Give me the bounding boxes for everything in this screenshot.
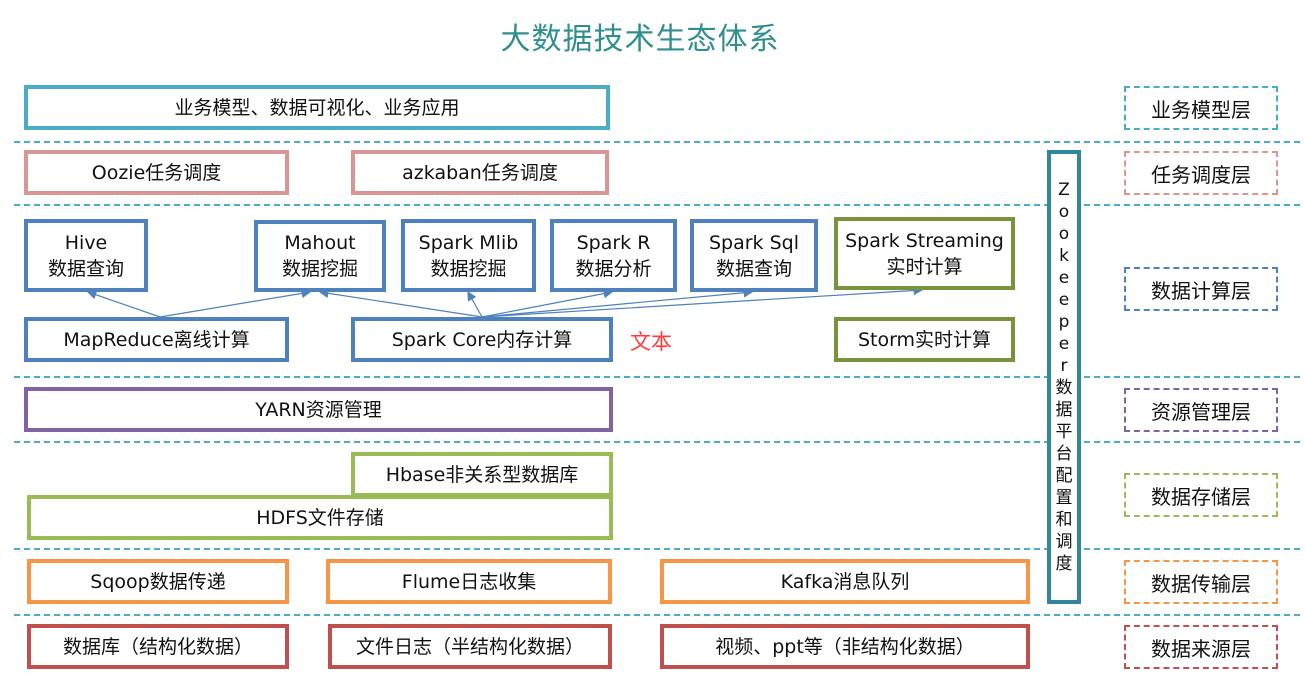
zookeeper-char: e — [1058, 334, 1070, 354]
layer-label-resource: 资源管理层 — [1124, 388, 1278, 432]
zookeeper-char: e — [1058, 268, 1070, 288]
zookeeper-char: r — [1060, 356, 1068, 376]
arrow-mapreduce-mahout — [159, 288, 312, 318]
zookeeper-char: 平 — [1055, 422, 1073, 442]
database-source-box: 数据库（结构化数据） — [27, 624, 289, 669]
zookeeper-char: 度 — [1055, 554, 1073, 574]
layer-label-storage: 数据存储层 — [1124, 473, 1278, 517]
zookeeper-char: 数 — [1055, 378, 1073, 398]
text-annotation: 文本 — [630, 330, 672, 354]
spark-sql-name: Spark Sql — [708, 231, 800, 254]
azkaban-box: azkaban任务调度 — [351, 150, 609, 195]
separator-5 — [14, 548, 1300, 550]
log-source-box: 文件日志（半结构化数据） — [328, 624, 612, 669]
mapreduce-label: MapReduce离线计算 — [63, 328, 250, 351]
layer-label-transport-text: 数据传输层 — [1151, 571, 1251, 596]
yarn-box: YARN资源管理 — [24, 387, 613, 432]
oozie-box: Oozie任务调度 — [24, 150, 289, 195]
azkaban-label: azkaban任务调度 — [402, 161, 558, 184]
business-apps-label: 业务模型、数据可视化、业务应用 — [174, 96, 460, 119]
separator-6 — [14, 614, 1300, 616]
arrow-sparkcore-mlib — [467, 290, 483, 318]
layer-label-storage-text: 数据存储层 — [1151, 484, 1251, 509]
arrow-sparkcore-sql — [481, 287, 754, 318]
media-source-label: 视频、ppt等（非结构化数据） — [715, 635, 975, 658]
separator-1 — [14, 141, 1300, 143]
spark-core-box: Spark Core内存计算 — [351, 317, 613, 362]
hive-box: Hive 数据查询 — [24, 219, 148, 292]
spark-r-box: Spark R 数据分析 — [550, 219, 677, 292]
hdfs-label: HDFS文件存储 — [256, 506, 384, 529]
oozie-label: Oozie任务调度 — [91, 161, 222, 184]
media-source-box: 视频、ppt等（非结构化数据） — [660, 624, 1030, 669]
spark-mlib-box: Spark Mlib 数据挖掘 — [401, 219, 536, 292]
layer-label-resource-text: 资源管理层 — [1151, 399, 1251, 424]
mahout-box: Mahout 数据挖掘 — [254, 220, 386, 292]
arrow-mapreduce-hive — [86, 290, 161, 318]
sqoop-box: Sqoop数据传递 — [27, 559, 289, 604]
zookeeper-char: 据 — [1055, 400, 1073, 420]
separator-3 — [14, 376, 1300, 378]
flume-label: Flume日志收集 — [401, 570, 537, 593]
layer-label-scheduling-text: 任务调度层 — [1151, 162, 1251, 187]
layer-label-scheduling: 任务调度层 — [1124, 151, 1278, 195]
spark-streaming-name: Spark Streaming — [845, 229, 1004, 252]
yarn-label: YARN资源管理 — [255, 398, 382, 421]
layer-label-business: 业务模型层 — [1124, 86, 1278, 130]
zookeeper-char: Z — [1058, 180, 1070, 200]
zookeeper-char: 调 — [1055, 532, 1073, 552]
spark-core-label: Spark Core内存计算 — [391, 328, 573, 351]
zookeeper-char: 和 — [1055, 510, 1073, 530]
storm-label: Storm实时计算 — [857, 328, 992, 351]
arrow-sparkcore-mahout — [318, 288, 483, 318]
mapreduce-box: MapReduce离线计算 — [24, 317, 289, 362]
arrow-sparkcore-r — [481, 288, 614, 318]
zookeeper-char: e — [1058, 290, 1070, 310]
layer-label-business-text: 业务模型层 — [1151, 97, 1251, 122]
database-source-label: 数据库（结构化数据） — [62, 635, 253, 658]
hbase-label: Hbase非关系型数据库 — [385, 463, 579, 486]
separator-4 — [14, 441, 1300, 443]
zookeeper-char: o — [1058, 224, 1070, 244]
zookeeper-char: o — [1058, 202, 1070, 222]
spark-r-desc: 数据分析 — [575, 257, 652, 280]
spark-streaming-box: Spark Streaming 实时计算 — [834, 217, 1015, 290]
arrow-sparkcore-streaming — [481, 285, 924, 318]
separator-2 — [14, 204, 1300, 206]
hive-desc: 数据查询 — [47, 257, 124, 280]
diagram-title: 大数据技术生态体系 — [500, 22, 780, 57]
log-source-label: 文件日志（半结构化数据） — [355, 635, 584, 658]
mahout-name: Mahout — [284, 232, 356, 254]
hive-name: Hive — [64, 231, 108, 254]
zookeeper-box: Z o o k e e p e r 数 据 平 台 配 置 和 调 度 — [1047, 150, 1081, 604]
layer-label-transport: 数据传输层 — [1124, 560, 1278, 604]
kafka-box: Kafka消息队列 — [660, 559, 1030, 604]
business-apps-box: 业务模型、数据可视化、业务应用 — [24, 85, 610, 130]
zookeeper-char: 配 — [1055, 466, 1073, 486]
flume-box: Flume日志收集 — [326, 559, 612, 604]
layer-label-source-text: 数据来源层 — [1151, 636, 1251, 661]
spark-mlib-desc: 数据挖掘 — [430, 257, 507, 280]
spark-streaming-desc: 实时计算 — [886, 255, 963, 278]
sqoop-label: Sqoop数据传递 — [90, 570, 226, 593]
spark-sql-box: Spark Sql 数据查询 — [690, 219, 818, 292]
hdfs-box: HDFS文件存储 — [27, 495, 613, 540]
zookeeper-char: p — [1058, 312, 1070, 332]
storm-box: Storm实时计算 — [834, 317, 1015, 362]
layer-label-compute: 数据计算层 — [1124, 267, 1278, 311]
hbase-box: Hbase非关系型数据库 — [351, 452, 613, 497]
zookeeper-char: 置 — [1055, 488, 1073, 508]
zookeeper-char: k — [1059, 246, 1069, 266]
spark-sql-desc: 数据查询 — [715, 257, 792, 280]
mahout-desc: 数据挖掘 — [281, 258, 358, 280]
spark-r-name: Spark R — [576, 231, 651, 254]
layer-label-source: 数据来源层 — [1124, 625, 1278, 669]
spark-mlib-name: Spark Mlib — [418, 231, 519, 254]
zookeeper-char: 台 — [1055, 444, 1073, 464]
layer-label-compute-text: 数据计算层 — [1151, 278, 1251, 303]
kafka-label: Kafka消息队列 — [780, 570, 910, 593]
